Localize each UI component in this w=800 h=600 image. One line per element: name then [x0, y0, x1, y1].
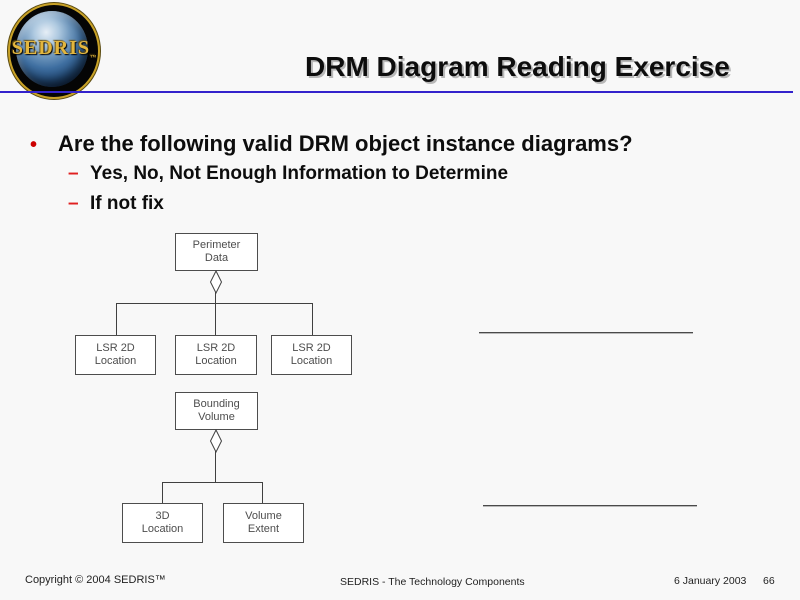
connector-line: [162, 482, 263, 483]
connector-line: [215, 304, 216, 335]
footer-date: 6 January 2003: [674, 575, 747, 587]
answer-blank-line-1: [479, 332, 693, 334]
slide-title: DRM Diagram Reading Exercise: [305, 51, 730, 82]
diagram1-parent-box: Perimeter Data: [175, 233, 258, 271]
answer-blank-line-2: [483, 505, 697, 507]
footer-center-text: SEDRIS - The Technology Components: [340, 576, 525, 588]
sub-bullet-text-1: Yes, No, Not Enough Information to Deter…: [90, 163, 509, 184]
diagram2-parent-box: Bounding Volume: [175, 392, 258, 430]
connector-line: [116, 304, 117, 335]
connector-line: [215, 451, 216, 482]
header-divider: [0, 91, 793, 93]
diagram2-child-box-2: Volume Extent: [223, 503, 304, 543]
bullet-marker: •: [30, 134, 38, 156]
trademark-symbol: ™: [90, 55, 97, 61]
sedris-logo: SEDRIS™: [8, 3, 100, 99]
dash-marker: –: [68, 163, 79, 184]
connector-line: [262, 483, 263, 503]
earth-globe-icon: [16, 11, 88, 87]
connector-line: [162, 483, 163, 503]
sedris-logo-text: SEDRIS™: [10, 37, 98, 61]
connector-line: [312, 304, 313, 335]
sub-bullet-text-2: If not fix: [90, 193, 164, 214]
diagram1-child-box-3: LSR 2D Location: [271, 335, 352, 375]
diagram1-child-box-2: LSR 2D Location: [175, 335, 257, 375]
main-bullet-text: Are the following valid DRM object insta…: [58, 131, 633, 156]
sedris-logo-wordmark: SEDRIS: [11, 37, 91, 59]
aggregation-diamond-icon: [209, 429, 223, 453]
connector-line: [116, 303, 313, 304]
footer-copyright: Copyright © 2004 SEDRIS™: [25, 574, 166, 586]
diagram1-child-box-1: LSR 2D Location: [75, 335, 156, 375]
footer-page-number: 66: [763, 575, 775, 587]
aggregation-diamond-icon: [209, 270, 223, 294]
diagram2-child-box-1: 3D Location: [122, 503, 203, 543]
dash-marker: –: [68, 193, 79, 214]
connector-line: [215, 292, 216, 304]
